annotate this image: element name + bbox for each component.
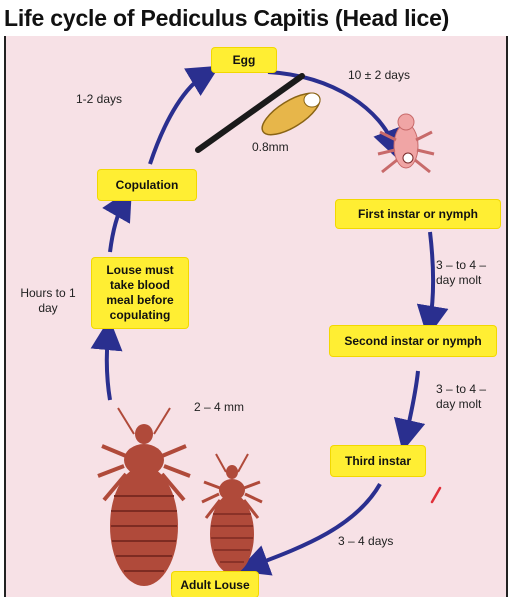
arrow-blood-meal-to-copulation <box>102 188 132 253</box>
size-adult: 2 – 4 mm <box>194 400 245 414</box>
arrow-adult-to-blood-meal <box>90 318 123 401</box>
stage-adult-louse: Adult Louse <box>172 572 258 597</box>
stage-blood-meal: Louse must take blood meal before copula… <box>92 258 188 328</box>
stage-third-instar: Third instar <box>331 446 425 476</box>
red-mark <box>430 486 442 504</box>
duration-third-to-adult: 3 – 4 days <box>338 534 394 548</box>
duration-egg-to-first: 10 ± 2 days <box>348 68 410 82</box>
diagram-art <box>90 65 449 586</box>
arrow-third-instar-to-adult <box>236 483 382 576</box>
arrow-egg-to-first-instar <box>267 70 404 161</box>
arrow-copulation-to-egg <box>148 65 220 165</box>
duration-copulation-to-egg: 1-2 days <box>76 92 123 106</box>
arrow-first-to-second-instar <box>416 231 449 338</box>
egg-on-hair-illustration <box>195 73 321 153</box>
size-egg: 0.8mm <box>252 140 289 154</box>
nymph-illustration <box>377 113 435 174</box>
diagram-panel: Egg First instar or nymph Second instar … <box>4 36 508 597</box>
duration-adult-to-meal: Hours to 1 day <box>20 286 76 315</box>
page-title: Life cycle of Pediculus Capitis (Head li… <box>0 0 512 36</box>
arrow-second-to-third-instar <box>393 370 426 452</box>
stage-first-instar: First instar or nymph <box>336 200 500 228</box>
adult-louse-large-illustration <box>97 407 191 586</box>
duration-first-to-second: 3 – to 4 – day molt <box>436 258 487 287</box>
stage-copulation: Copulation <box>98 170 196 200</box>
stage-second-instar: Second instar or nymph <box>330 326 496 356</box>
stage-egg: Egg <box>212 48 276 72</box>
adult-louse-small-illustration <box>201 453 263 574</box>
duration-second-to-third: 3 – to 4 – day molt <box>436 382 487 411</box>
